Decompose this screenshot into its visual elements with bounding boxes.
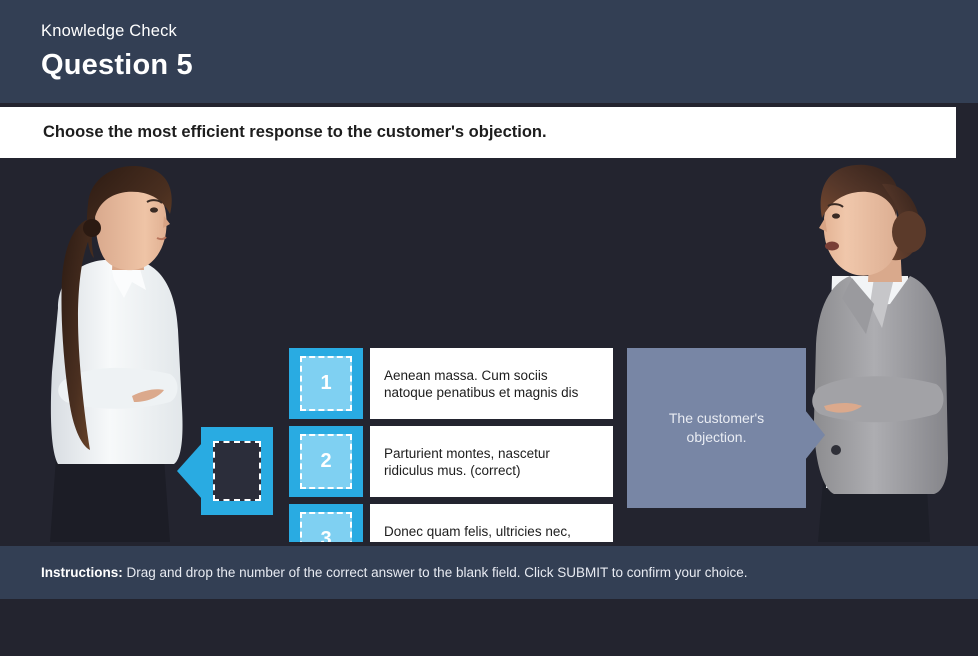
instructions-bar: Instructions: Drag and drop the number o… [0,546,978,599]
dropzone-arrow-tail [177,443,202,499]
question-prompt-bar: Choose the most efficient response to th… [0,107,956,158]
bottom-navigation-bar: 56 /57 [0,599,978,656]
answer-options-list: 1 Aenean massa. Cum sociis natoque penat… [289,348,613,542]
instructions-text: Drag and drop the number of the correct … [122,565,748,580]
option-text-1: Aenean massa. Cum sociis natoque penatib… [370,348,613,419]
answer-option-3[interactable]: 3 Donec quam felis, ultricies nec, pelle… [289,504,613,542]
option-tile-inner-3: 3 [300,512,352,542]
customer-photo [778,158,968,542]
answer-option-1[interactable]: 1 Aenean massa. Cum sociis natoque penat… [289,348,613,419]
instructions-label: Instructions: [41,565,123,580]
customer-objection-bubble: The customer's objection. [627,348,825,508]
option-text-2: Parturient montes, nascetur ridiculus mu… [370,426,613,497]
option-tile-inner-2: 2 [300,434,352,489]
answer-option-2[interactable]: 2 Parturient montes, nascetur ridiculus … [289,426,613,497]
page-title: Question 5 [41,49,193,81]
option-drag-tile-1[interactable]: 1 [289,348,363,419]
sales-rep-photo [14,158,214,542]
option-drag-tile-2[interactable]: 2 [289,426,363,497]
slide-header: Knowledge Check Question 5 [0,0,978,103]
answer-dropzone[interactable] [177,427,273,515]
slide-body: 1 Aenean massa. Cum sociis natoque penat… [0,158,978,542]
objection-text: The customer's objection. [668,410,765,445]
header-kicker: Knowledge Check [41,22,177,40]
instructions-text-wrap: Instructions: Drag and drop the number o… [41,565,748,580]
option-drag-tile-3[interactable]: 3 [289,504,363,542]
option-number-1: 1 [320,372,332,394]
question-prompt-text: Choose the most efficient response to th… [43,123,547,141]
objection-arrow-tail [805,410,825,460]
dropzone-empty-slot[interactable] [213,441,261,501]
option-tile-inner-1: 1 [300,356,352,411]
objection-box [627,348,806,508]
option-text-3: Donec quam felis, ultricies nec, pellent… [370,504,613,542]
option-number-3: 3 [320,528,332,542]
option-number-2: 2 [320,450,332,472]
